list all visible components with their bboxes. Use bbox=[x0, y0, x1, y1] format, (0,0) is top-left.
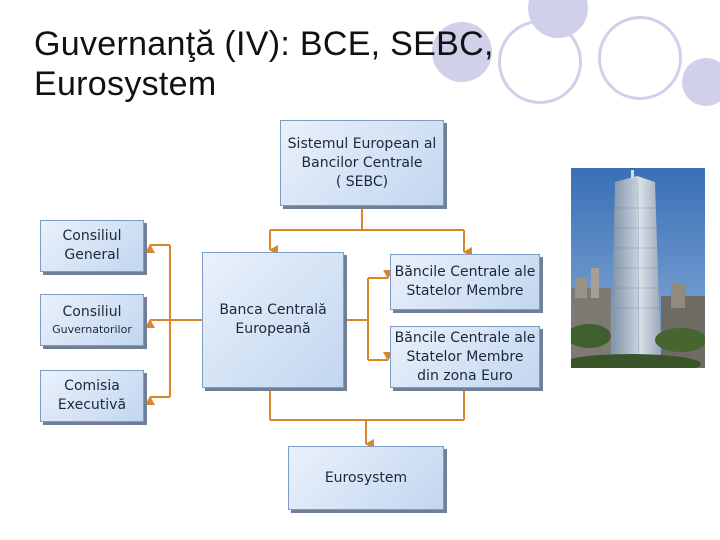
bancile-zona-euro-box: Băncile Centrale ale Statelor Membre din… bbox=[390, 326, 540, 388]
consiliul-guvernatorilor-box: Consiliul Guvernatorilor bbox=[40, 294, 144, 346]
box-text-line: Comisia bbox=[64, 378, 120, 394]
decorative-circle bbox=[682, 58, 720, 106]
box-text-line: ( SEBC) bbox=[335, 173, 389, 190]
comisia-executiva-box: Comisia Executivă bbox=[40, 370, 144, 422]
bce-box: Banca Centrală Europeană bbox=[202, 252, 344, 388]
decorative-circle bbox=[598, 16, 682, 100]
sebc-box: Sistemul European al Bancilor Centrale (… bbox=[280, 120, 444, 206]
box-text-line: Bancilor Centrale bbox=[301, 154, 423, 171]
box-text-line: Banca Centrală bbox=[219, 302, 327, 318]
box-text-line: din zona Euro bbox=[417, 367, 513, 384]
box-text-line: Europeană bbox=[235, 321, 311, 337]
box-text-line: Statelor Membre bbox=[406, 283, 524, 299]
ecb-tower-photo bbox=[571, 168, 705, 368]
box-text-line: Consiliul bbox=[62, 303, 122, 320]
bancile-membre-box: Băncile Centrale ale Statelor Membre bbox=[390, 254, 540, 310]
box-text-line: Băncile Centrale ale bbox=[394, 264, 536, 280]
box-text-line: Executivă bbox=[57, 397, 127, 413]
box-text-line: Consiliul bbox=[62, 228, 122, 244]
box-text-line: Eurosystem bbox=[324, 469, 408, 486]
decorative-circle bbox=[432, 22, 492, 82]
slide-title: Guvernanţă (IV): BCE, SEBC, Eurosystem bbox=[34, 24, 594, 104]
box-text-line: General bbox=[64, 247, 120, 263]
consiliul-general-box: Consiliul General bbox=[40, 220, 144, 272]
eurosystem-box: Eurosystem bbox=[288, 446, 444, 510]
slide-title-line: Guvernanţă (IV): BCE, SEBC, bbox=[34, 25, 494, 63]
box-text-line: Băncile Centrale ale bbox=[394, 329, 536, 346]
slide-title-line: Eurosystem bbox=[34, 65, 217, 103]
box-text-line: Guvernatorilor bbox=[52, 322, 132, 336]
box-text-line: Sistemul European al bbox=[287, 135, 437, 152]
box-text-line: Statelor Membre bbox=[406, 348, 524, 365]
